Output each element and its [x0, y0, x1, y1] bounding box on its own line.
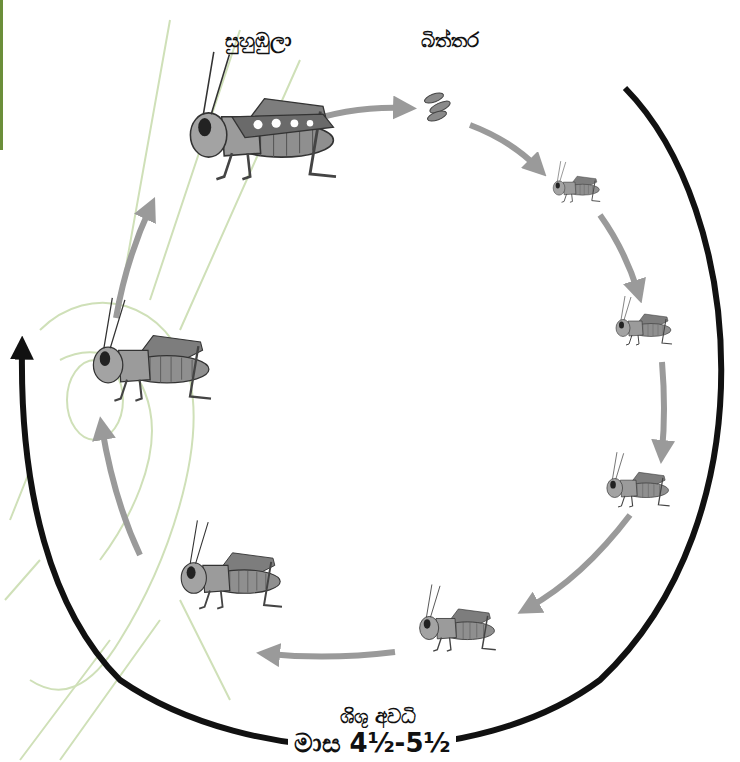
- stage-arrow: [600, 215, 638, 292]
- stage-arrow: [528, 515, 630, 608]
- duration-label: මාස 4½-5½: [288, 728, 457, 759]
- stage-arrow: [470, 125, 538, 168]
- stage-arrows: [102, 108, 664, 657]
- stage-arrow: [102, 428, 140, 555]
- nymph-stage: [420, 584, 496, 651]
- stage-label: සුහුඹුලා: [225, 28, 292, 52]
- nymph-stage: [607, 452, 670, 507]
- margin-bar: [0, 0, 3, 150]
- duration-arc: [22, 88, 721, 748]
- stage-label: ශිශු අවධි: [340, 704, 416, 728]
- nymph-stage: [616, 296, 672, 345]
- stage-arrow: [268, 652, 395, 657]
- stage-arrow: [662, 362, 664, 452]
- adult-grasshopper: [190, 52, 336, 179]
- nymph-stage: [553, 161, 600, 202]
- egg-cluster: [423, 91, 451, 123]
- nymph-stage: [93, 298, 211, 401]
- stage-arrow: [116, 208, 150, 318]
- stage-label: බිත්තර: [421, 28, 479, 52]
- nymph-stage: [181, 520, 282, 608]
